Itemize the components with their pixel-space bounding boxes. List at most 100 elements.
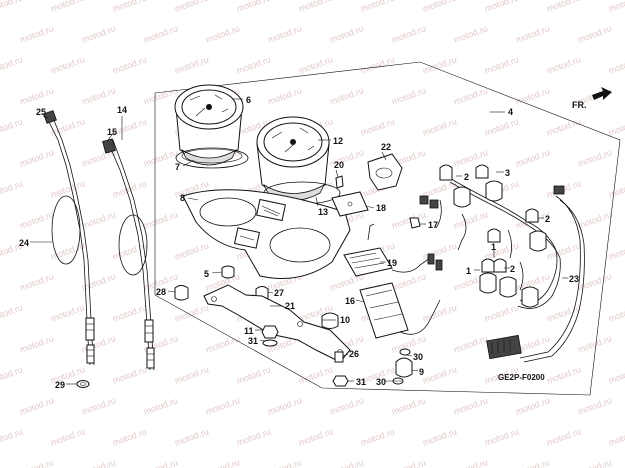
- watermark-text: motod.ru: [111, 240, 148, 262]
- callout-31-upper: 31: [248, 336, 258, 346]
- watermark-text: motod.ru: [0, 0, 24, 14]
- watermark-text: motod.ru: [514, 457, 551, 468]
- screw-30a: [399, 348, 411, 356]
- watermark-text: motod.ru: [173, 54, 210, 76]
- watermark-text: motod.ru: [607, 426, 625, 448]
- callout-14: 14: [117, 105, 127, 115]
- watermark-text: motod.ru: [483, 426, 520, 448]
- watermark-text: motod.ru: [421, 364, 458, 386]
- watermark-text: motod.ru: [576, 271, 613, 293]
- watermark-text: motod.ru: [49, 178, 86, 200]
- watermark-text: motod.ru: [421, 116, 458, 138]
- watermark-text: motod.ru: [173, 0, 210, 14]
- callout-13: 13: [318, 207, 328, 217]
- watermark-text: motod.ru: [607, 0, 625, 14]
- watermark-text: motod.ru: [18, 333, 55, 355]
- callout-17: 17: [428, 220, 438, 230]
- direction-label: FR.: [572, 100, 587, 110]
- callout-18: 18: [376, 203, 386, 213]
- callout-28: 28: [156, 287, 166, 297]
- watermark-text: motod.ru: [142, 147, 179, 169]
- callout-30-lower: 30: [376, 377, 386, 387]
- watermark-text: motod.ru: [359, 54, 396, 76]
- watermark-text: motod.ru: [111, 302, 148, 324]
- watermark-text: motod.ru: [173, 240, 210, 262]
- watermark-text: motod.ru: [80, 457, 117, 468]
- watermark-text: motod.ru: [359, 426, 396, 448]
- plate-18: [331, 191, 369, 217]
- watermark-text: motod.ru: [111, 0, 148, 14]
- watermark-text: motod.ru: [576, 209, 613, 231]
- watermark-text: motod.ru: [49, 426, 86, 448]
- callout-11: 11: [244, 326, 254, 336]
- callout-numbers: 25 14 15 24 29 6 7 12 8 13 5 28 27 21 11…: [19, 95, 579, 390]
- rubber-cushion: [174, 285, 189, 301]
- callout-30-upper: 30: [413, 352, 423, 362]
- watermark-text: motod.ru: [18, 147, 55, 169]
- watermark-text: motod.ru: [18, 85, 55, 107]
- bulb-sockets: [439, 164, 547, 308]
- watermark-text: motod.ru: [545, 302, 582, 324]
- watermark-text: motod.ru: [142, 395, 179, 417]
- watermark-text: motod.ru: [297, 364, 334, 386]
- watermark-text: motod.ru: [545, 364, 582, 386]
- callout-4: 4: [508, 107, 513, 117]
- callout-31-lower: 31: [356, 377, 366, 387]
- grommet: [76, 380, 90, 388]
- watermark-text: motod.ru: [142, 457, 179, 468]
- screw-20: [335, 175, 344, 189]
- watermark-text: motod.ru: [266, 395, 303, 417]
- watermark-text: motod.ru: [390, 271, 427, 293]
- watermark-text: motod.ru: [576, 457, 613, 468]
- watermark-text: motod.ru: [328, 85, 365, 107]
- watermark-text: motod.ru: [545, 116, 582, 138]
- watermark-text: motod.ru: [49, 54, 86, 76]
- watermark-text: motod.ru: [204, 395, 241, 417]
- speedometer: [174, 84, 244, 166]
- watermark-text: motod.ru: [266, 85, 303, 107]
- watermark-text: motod.ru: [266, 457, 303, 468]
- indicator-unit: [343, 223, 443, 339]
- watermark-text: motod.ru: [235, 364, 272, 386]
- watermark-text: motod.ru: [514, 23, 551, 45]
- callout-25: 25: [36, 107, 46, 117]
- watermark-text: motod.ru: [80, 23, 117, 45]
- watermark-text: motod.ru: [0, 116, 24, 138]
- watermark-text: motod.ru: [359, 116, 396, 138]
- watermark-text: motod.ru: [111, 178, 148, 200]
- watermark-text: motod.ru: [421, 240, 458, 262]
- watermark-text: motod.ru: [452, 209, 489, 231]
- nut-31: [332, 375, 349, 387]
- watermark-text: motod.ru: [204, 457, 241, 468]
- callout-1-left: 1: [466, 266, 471, 276]
- watermark-text: motod.ru: [421, 0, 458, 14]
- callout-22: 22: [381, 142, 391, 152]
- wire-harness: [419, 175, 585, 363]
- watermark-text: motod.ru: [142, 209, 179, 231]
- tachometer-cable: [102, 138, 155, 371]
- watermark-text: motod.ru: [483, 302, 520, 324]
- callout-23: 23: [569, 274, 579, 284]
- screw-17: [409, 217, 421, 229]
- watermark-text: motod.ru: [173, 302, 210, 324]
- callout-8: 8: [180, 193, 185, 203]
- watermark-text: motod.ru: [0, 426, 24, 448]
- callout-12: 12: [333, 136, 343, 146]
- callout-15: 15: [107, 127, 117, 137]
- callout-5: 5: [204, 269, 209, 279]
- front-direction-arrow: FR.: [572, 87, 612, 110]
- mount-rubber-10: [321, 312, 339, 329]
- watermark-text: motod.ru: [328, 457, 365, 468]
- callout-29: 29: [55, 380, 65, 390]
- callout-16: 16: [345, 296, 355, 306]
- watermark-text: motod.ru: [204, 23, 241, 45]
- callout-27: 27: [274, 288, 284, 298]
- collar-26: [334, 351, 344, 363]
- watermark-text: motod.ru: [607, 178, 625, 200]
- watermark-text: motod.ru: [111, 364, 148, 386]
- watermark-text: motod.ru: [0, 302, 24, 324]
- watermark-text: motod.ru: [421, 54, 458, 76]
- speedometer-ring: [175, 147, 249, 169]
